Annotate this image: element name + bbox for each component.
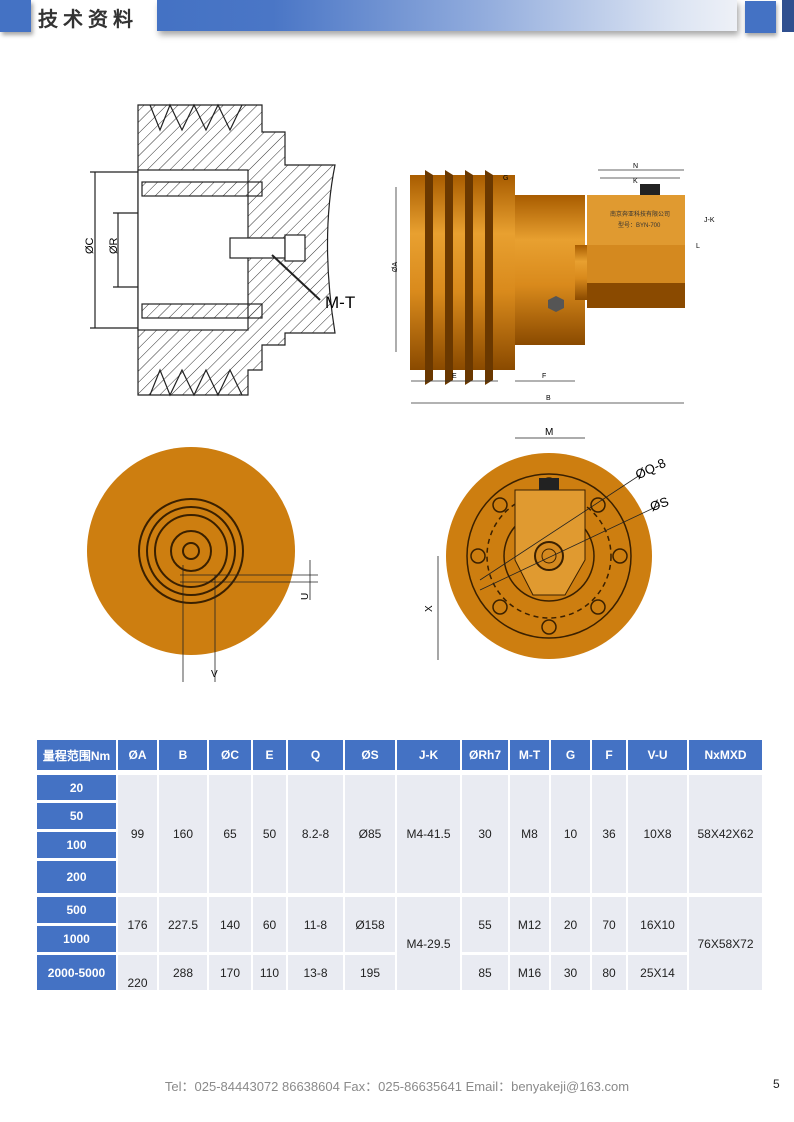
label-f: F — [542, 373, 546, 380]
group2-cell: 60 — [253, 897, 286, 952]
label-g: G — [503, 175, 508, 182]
group3-cell: 30 — [551, 955, 590, 990]
group1-cell: 99 — [118, 775, 157, 893]
plate-model: 型号：BYN-700 — [618, 221, 661, 229]
page-title: 技术资料 — [38, 7, 138, 31]
range-cell: 20 — [37, 775, 116, 800]
group2-cell: 70 — [592, 897, 626, 952]
group1-cell: Ø85 — [345, 775, 395, 893]
header-cell: ØRh7 — [462, 740, 508, 770]
group1-cell: 160 — [159, 775, 207, 893]
header-cell: Q — [288, 740, 343, 770]
group2-cell: 176 — [118, 897, 157, 952]
range-cell: 200 — [37, 861, 116, 893]
group3-cell: M16 — [510, 955, 549, 990]
group2-cell: Ø158 — [345, 897, 395, 952]
range-cell: 500 — [37, 897, 116, 923]
header-cell: 量程范围Nm — [37, 740, 116, 770]
header-cell: NxMXD — [689, 740, 762, 770]
group3-cell: 288 — [159, 955, 207, 990]
section-view — [90, 103, 336, 397]
range-cell: 1000 — [37, 926, 116, 952]
header-cell: J-K — [397, 740, 460, 770]
header-bar — [157, 0, 737, 31]
range-cell: 100 — [37, 832, 116, 858]
header-cell: V-U — [628, 740, 687, 770]
label-phi-s: ØS — [648, 494, 671, 515]
header-square-left — [0, 0, 31, 32]
front-view-right — [437, 437, 661, 660]
header-cell: ØA — [118, 740, 157, 770]
group2-cell: M12 — [510, 897, 549, 952]
label-v: V — [211, 669, 218, 680]
jk-shared-cell: M4-29.5 — [397, 897, 460, 990]
group3-cell: 220 — [118, 955, 157, 990]
group1-cell: 8.2-8 — [288, 775, 343, 893]
label-m: M — [545, 427, 553, 438]
side-view — [395, 169, 685, 404]
page-number: 5 — [773, 1077, 780, 1091]
label-phi-c: ØC — [84, 237, 96, 254]
group1-cell: 50 — [253, 775, 286, 893]
label-l: L — [696, 243, 700, 250]
group1-cell: 10X8 — [628, 775, 687, 893]
group3-cell: 110 — [253, 955, 286, 990]
technical-drawings: ØC ØR M-T 南京奔亚科技有限公司 型号：BYN-700 N K G J-… — [84, 103, 715, 682]
header-square-right — [745, 1, 776, 33]
group2-cell: 20 — [551, 897, 590, 952]
plate-company: 南京奔亚科技有限公司 — [610, 210, 670, 218]
group3-cell: 25X14 — [628, 955, 687, 990]
label-b: B — [546, 395, 551, 402]
label-phi-r: ØR — [108, 237, 120, 254]
header-cell: G — [551, 740, 590, 770]
header-cell: ØC — [209, 740, 251, 770]
group2-cell: 11-8 — [288, 897, 343, 952]
group2-cell: 140 — [209, 897, 251, 952]
label-jk: J-K — [704, 217, 715, 224]
group1-cell: 65 — [209, 775, 251, 893]
group3-cell: 13-8 — [288, 955, 343, 990]
label-k: K — [633, 178, 638, 185]
label-phi-q: ØQ-8 — [633, 455, 668, 482]
label-mt: M-T — [325, 293, 355, 312]
group1-cell: 36 — [592, 775, 626, 893]
range-cell: 2000-5000 — [37, 955, 116, 990]
header-cell: M-T — [510, 740, 549, 770]
group3-cell: 80 — [592, 955, 626, 990]
label-u: U — [300, 593, 311, 600]
label-phi-a: ØA — [392, 262, 399, 272]
header-cell: B — [159, 740, 207, 770]
range-cell: 50 — [37, 803, 116, 829]
group3-cell: 85 — [462, 955, 508, 990]
nmd-shared-cell: 76X58X72 — [689, 897, 762, 990]
header-cell: ØS — [345, 740, 395, 770]
label-e: E — [452, 373, 457, 380]
header-cell: F — [592, 740, 626, 770]
group1-cell: M4-41.5 — [397, 775, 460, 893]
group3-cell: 195 — [345, 955, 395, 990]
group1-cell: 30 — [462, 775, 508, 893]
group2-cell: 55 — [462, 897, 508, 952]
footer-contact: Tel：025-84443072 86638604 Fax：025-866356… — [164, 1079, 630, 1094]
header-cell: E — [253, 740, 286, 770]
group2-cell: 227.5 — [159, 897, 207, 952]
front-view-left — [87, 447, 318, 682]
group1-cell: 58X42X62 — [689, 775, 762, 893]
label-n: N — [633, 163, 638, 170]
group3-cell: 170 — [209, 955, 251, 990]
group1-cell: M8 — [510, 775, 549, 893]
group2-cell: 16X10 — [628, 897, 687, 952]
header-edge — [782, 0, 794, 32]
label-x: X — [424, 605, 435, 612]
group1-cell: 10 — [551, 775, 590, 893]
